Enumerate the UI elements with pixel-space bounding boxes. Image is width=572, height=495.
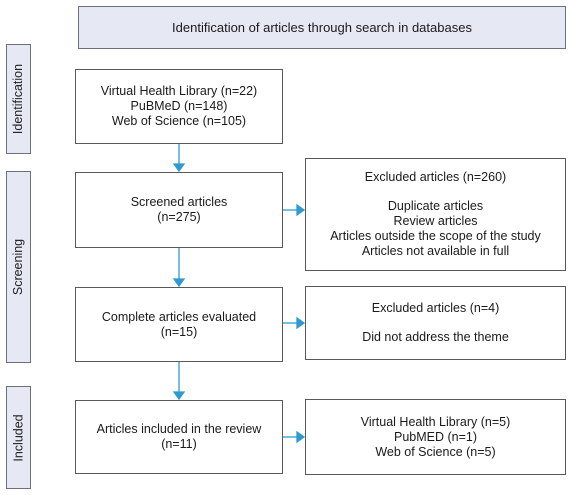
excluded-box-2: Excluded articles (n=4) Did not address … bbox=[305, 286, 566, 360]
excluded-1-reason: Review articles bbox=[393, 214, 478, 228]
excluded-1-reason: Articles outside the scope of the study bbox=[330, 229, 541, 243]
arrow-head-right bbox=[296, 203, 306, 217]
stage-identification: Identification bbox=[6, 44, 31, 154]
arrow-head-down bbox=[172, 163, 186, 173]
evaluated-box: Complete articles evaluated (n=15) bbox=[75, 287, 283, 362]
identified-line-3: Web of Science (n=105) bbox=[111, 114, 247, 128]
included-sources-box: Virtual Health Library (n=5) PubMED (n=1… bbox=[305, 399, 566, 475]
arrow-head-down bbox=[172, 391, 186, 401]
header-box: Identification of articles through searc… bbox=[78, 6, 566, 49]
identified-box: Virtual Health Library (n=22) PuBMeD (n=… bbox=[75, 69, 283, 144]
stage-screening: Screening bbox=[6, 171, 31, 363]
identified-line-2: PuBMeD (n=148) bbox=[130, 99, 228, 113]
included-count: (n=11) bbox=[161, 437, 197, 451]
arrow-head-down bbox=[172, 278, 186, 288]
included-sources-line-3: Web of Science (n=5) bbox=[375, 444, 496, 459]
evaluated-count: (n=15) bbox=[160, 324, 198, 339]
included-sources-line-2: PubMED (n=1) bbox=[393, 429, 478, 444]
excluded-1-reason: Articles not available in full bbox=[361, 244, 510, 258]
screened-count: (n=275) bbox=[157, 210, 201, 224]
excluded-1-reason: Duplicate articles bbox=[387, 199, 484, 213]
evaluated-label: Complete articles evaluated bbox=[101, 309, 257, 324]
arrow-head-right bbox=[296, 430, 306, 444]
stage-included: Included bbox=[6, 386, 31, 489]
included-box: Articles included in the review (n=11) bbox=[75, 400, 283, 474]
excluded-box-1: Excluded articles (n=260) Duplicate arti… bbox=[305, 158, 566, 271]
identified-line-1: Virtual Health Library (n=22) bbox=[100, 84, 258, 98]
included-label: Articles included in the review bbox=[96, 422, 262, 436]
arrow-head-right bbox=[296, 316, 306, 330]
included-sources-line-1: Virtual Health Library (n=5) bbox=[360, 414, 511, 429]
excluded-2-reason: Did not address the theme bbox=[362, 330, 509, 344]
screened-label: Screened articles bbox=[130, 195, 228, 209]
header-title: Identification of articles through searc… bbox=[172, 20, 472, 35]
excluded-2-title: Excluded articles (n=4) bbox=[371, 301, 500, 315]
screened-box: Screened articles (n=275) bbox=[75, 172, 283, 248]
excluded-1-title: Excluded articles (n=260) bbox=[364, 170, 507, 184]
